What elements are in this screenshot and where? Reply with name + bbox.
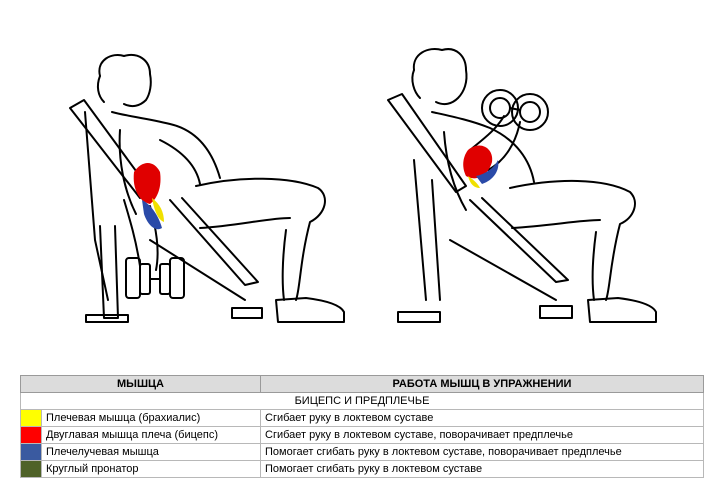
- color-swatch: [21, 410, 42, 427]
- group-label: БИЦЕПС И ПРЕДПЛЕЧЬЕ: [21, 393, 704, 410]
- table-row: Круглый пронатор Помогает сгибать руку в…: [21, 461, 704, 478]
- table-row: Плечелучевая мышца Помогает сгибать руку…: [21, 444, 704, 461]
- color-swatch: [21, 444, 42, 461]
- header-work: РАБОТА МЫШЦ В УПРАЖНЕНИИ: [261, 376, 704, 393]
- right-figure-curl-position: [388, 49, 656, 322]
- muscle-work: Сгибает руку в локтевом суставе, поворач…: [261, 427, 704, 444]
- muscle-name: Круглый пронатор: [42, 461, 261, 478]
- table-row: Двуглавая мышца плеча (бицепс) Сгибает р…: [21, 427, 704, 444]
- muscle-work: Помогает сгибать руку в локтевом суставе: [261, 461, 704, 478]
- muscle-name: Плечевая мышца (брахиалис): [42, 410, 261, 427]
- header-muscle: МЫШЦА: [21, 376, 261, 393]
- exercise-illustration: [0, 0, 723, 372]
- table-row: Плечевая мышца (брахиалис) Сгибает руку …: [21, 410, 704, 427]
- group-row: БИЦЕПС И ПРЕДПЛЕЧЬЕ: [21, 393, 704, 410]
- left-figure-start-position: [70, 55, 344, 322]
- muscle-name: Двуглавая мышца плеча (бицепс): [42, 427, 261, 444]
- muscle-work: Сгибает руку в локтевом суставе: [261, 410, 704, 427]
- table-header-row: МЫШЦА РАБОТА МЫШЦ В УПРАЖНЕНИИ: [21, 376, 704, 393]
- muscle-work-table: МЫШЦА РАБОТА МЫШЦ В УПРАЖНЕНИИ БИЦЕПС И …: [20, 375, 704, 478]
- color-swatch: [21, 427, 42, 444]
- muscle-name: Плечелучевая мышца: [42, 444, 261, 461]
- muscle-work: Помогает сгибать руку в локтевом суставе…: [261, 444, 704, 461]
- color-swatch: [21, 461, 42, 478]
